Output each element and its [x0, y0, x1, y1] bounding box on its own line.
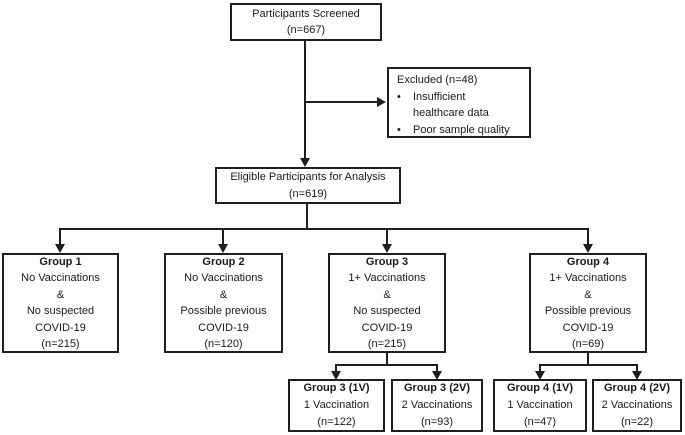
- eligible-participants-label: Eligible Participants for Analysis: [230, 171, 386, 183]
- group3-2v-box: Group 3 (2V) 2 Vaccinations (n=93): [391, 379, 483, 432]
- arrowhead-group4-2v: [632, 371, 642, 380]
- group3-line: 1+ Vaccinations: [348, 272, 426, 284]
- connector-to-group3-1v: [335, 364, 337, 372]
- connector-screened-eligible: [304, 41, 306, 160]
- group3-line: COVID-19: [361, 321, 413, 334]
- connector-to-excluded: [305, 101, 378, 103]
- arrowhead-group4: [583, 244, 593, 253]
- excluded-title: Excluded (n=48): [397, 74, 478, 86]
- group4-1v-title: Group 4 (1V): [506, 382, 573, 394]
- connector-to-group1: [59, 228, 61, 245]
- group3-count: (n=215): [367, 338, 407, 350]
- group4-box: Group 4 1+ Vaccinations & Possible previ…: [529, 253, 647, 353]
- group2-title: Group 2: [202, 255, 245, 268]
- connector-group3-stub: [386, 353, 388, 366]
- group3-1v-title: Group 3 (1V): [303, 382, 370, 394]
- connector-to-group4-1v: [539, 364, 541, 372]
- group4-1v-box: Group 4 (1V) 1 Vaccination (n=47): [493, 379, 587, 432]
- connector-to-group3-2v: [436, 364, 438, 372]
- group3-line: No suspected: [353, 305, 421, 317]
- group1-line: COVID-19: [35, 321, 86, 334]
- group4-2v-title: Group 4 (2V): [603, 382, 670, 394]
- group4-title: Group 4: [566, 255, 610, 268]
- group2-box: Group 2 No Vaccinations & Possible previ…: [164, 253, 283, 353]
- group1-line: No suspected: [26, 305, 95, 317]
- group4-line: &: [584, 288, 592, 301]
- group2-line: Possible previous: [180, 305, 267, 317]
- arrowhead-excluded: [377, 97, 386, 107]
- group4-count: (n=69): [571, 338, 605, 350]
- connector-group4-stub: [587, 353, 589, 366]
- eligible-participants-count: (n=619): [288, 187, 328, 200]
- group1-line: &: [56, 288, 65, 301]
- group3-box: Group 3 1+ Vaccinations & No suspected C…: [328, 253, 446, 353]
- group3-title: Group 3: [365, 255, 409, 268]
- connector-group4-split: [539, 364, 638, 366]
- group4-1v-line: 1 Vaccination: [507, 399, 573, 411]
- group3-1v-box: Group 3 (1V) 1 Vaccination (n=122): [288, 379, 385, 432]
- connector-to-group4-2v: [636, 364, 638, 372]
- connector-to-group4: [587, 228, 589, 245]
- group3-line: &: [383, 288, 391, 301]
- group3-1v-line: 1 Vaccination: [303, 399, 370, 411]
- group4-line: 1+ Vaccinations: [549, 272, 627, 284]
- group2-line: No Vaccinations: [184, 272, 263, 284]
- group3-2v-title: Group 3 (2V): [403, 382, 470, 394]
- group4-line: Possible previous: [544, 305, 632, 317]
- arrowhead-group1: [55, 244, 65, 253]
- group3-2v-line: 2 Vaccinations: [401, 399, 473, 411]
- group3-1v-count: (n=122): [317, 416, 356, 428]
- group2-line: COVID-19: [198, 321, 249, 334]
- group4-2v-box: Group 4 (2V) 2 Vaccinations (n=22): [592, 379, 682, 432]
- connector-to-group2: [222, 228, 224, 245]
- excluded-bullet-item: • Insufficient healthcare data: [397, 89, 519, 122]
- excluded-bullet-item: • Poor sample quality: [397, 122, 519, 139]
- excluded-box: Excluded (n=48) • Insufficient healthcar…: [387, 67, 531, 138]
- group2-line: &: [219, 288, 228, 301]
- arrowhead-group3: [382, 244, 392, 253]
- group1-line: No Vaccinations: [21, 272, 100, 284]
- arrowhead-group3-1v: [331, 371, 341, 380]
- group4-line: COVID-19: [562, 321, 614, 334]
- arrowhead-group4-1v: [535, 371, 545, 380]
- connector-group3-split: [336, 364, 438, 366]
- group1-count: (n=215): [41, 338, 80, 350]
- participants-screened-count: (n=667): [286, 24, 326, 36]
- group1-title: Group 1: [39, 255, 82, 268]
- group4-1v-count: (n=47): [523, 416, 557, 428]
- group2-count: (n=120): [204, 338, 243, 350]
- bullet-icon: •: [397, 90, 401, 103]
- group3-2v-count: (n=93): [420, 416, 454, 428]
- excluded-bullet-text: Poor sample quality: [413, 123, 510, 136]
- eligible-participants-box: Eligible Participants for Analysis (n=61…: [215, 167, 401, 204]
- arrowhead-group2: [218, 244, 228, 253]
- group4-2v-line: 2 Vaccinations: [601, 399, 673, 411]
- connector-to-group3: [386, 228, 388, 245]
- participants-screened-box: Participants Screened (n=667): [230, 3, 382, 41]
- arrowhead-group3-2v: [432, 371, 442, 380]
- connector-eligible-stub: [306, 204, 308, 230]
- arrowhead-eligible: [300, 158, 310, 167]
- participants-screened-label: Participants Screened: [252, 7, 360, 20]
- excluded-bullet-text: Insufficient healthcare data: [413, 90, 489, 120]
- connector-distribution-line: [59, 228, 589, 230]
- bullet-icon: •: [397, 123, 401, 136]
- group1-box: Group 1 No Vaccinations & No suspected C…: [2, 253, 119, 353]
- group4-2v-count: (n=22): [620, 416, 654, 428]
